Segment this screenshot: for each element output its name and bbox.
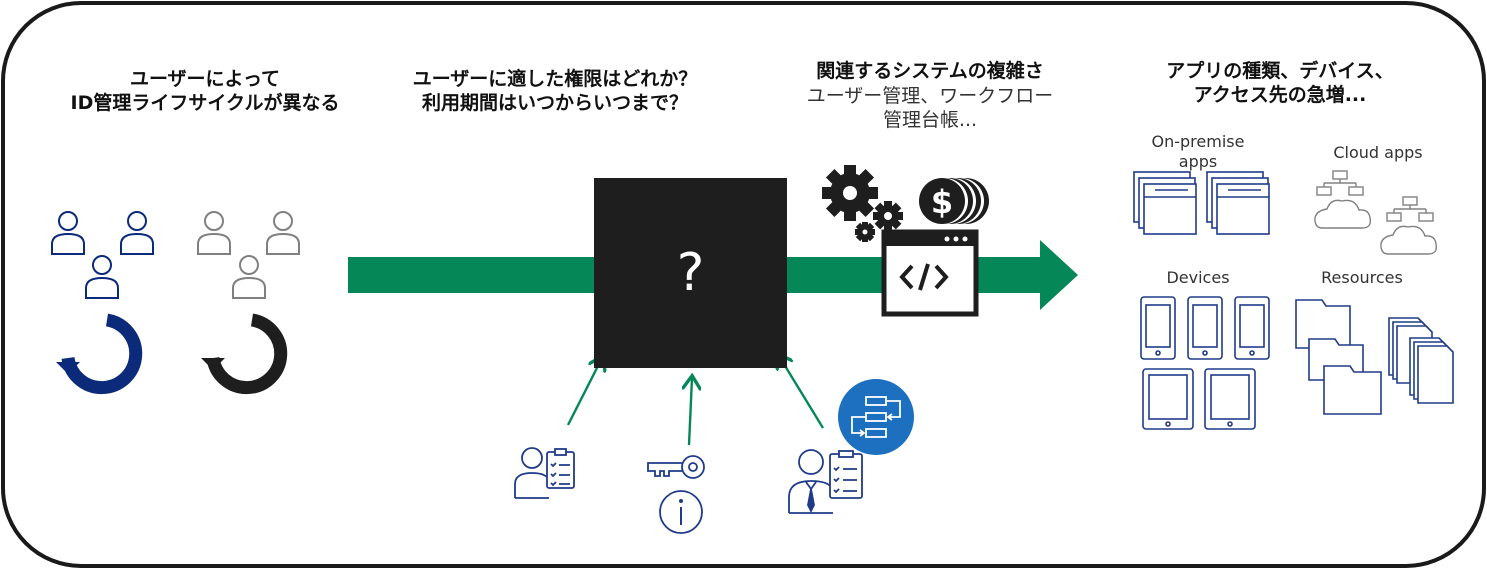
user-group-blue-icon — [51, 211, 154, 299]
code-window-icon — [881, 229, 979, 317]
on-premise-apps-icon — [1133, 171, 1270, 235]
column-2-title-line-1: ユーザーに適した権限はどれか？ — [412, 68, 698, 90]
input-arrow-left — [566, 358, 602, 426]
on-premise-apps-label: On-premise apps — [1128, 132, 1268, 172]
user-group-gray-icon — [197, 211, 300, 299]
input-arrow-middle — [689, 378, 692, 446]
gear-small-icon — [855, 222, 875, 242]
column-1-title-line-1: ユーザーによって — [129, 68, 281, 90]
input-arrow-right — [779, 356, 825, 429]
svg-text:$: $ — [931, 183, 953, 221]
column-3-title-line-1: 関連するシステムの複雑さ — [816, 60, 1044, 82]
column-3-subtitle: ユーザー管理、ワークフロー 管理台帳... — [770, 84, 1090, 132]
column-2-title-line-2: 利用期間はいつからいつまで？ — [421, 92, 688, 114]
column-4-title-line-1: アプリの種類、デバイス、 — [1166, 60, 1394, 82]
gear-large-icon — [822, 165, 878, 221]
column-1-title-line-2: ID管理ライフサイクルが異なる — [70, 92, 340, 114]
column-2-title: ユーザーに適した権限はどれか？ 利用期間はいつからいつまで？ — [385, 67, 725, 115]
resources-icon — [1295, 299, 1454, 415]
devices-label-line-1: Devices — [1166, 268, 1230, 287]
cloud-apps-label-line-1: Cloud apps — [1333, 143, 1423, 162]
manager-checklist-icon — [788, 449, 863, 514]
gear-medium-icon — [873, 201, 903, 231]
column-1-title: ユーザーによって ID管理ライフサイクルが異なる — [55, 67, 355, 115]
devices-label: Devices — [1128, 268, 1268, 288]
column-4-title: アプリの種類、デバイス、 アクセス先の急増... — [1120, 59, 1440, 107]
cloud-apps-icon — [1314, 170, 1438, 255]
info-icon — [659, 490, 703, 534]
workflow-circle-icon — [838, 379, 914, 455]
on-premise-apps-label-line-2: apps — [1178, 152, 1218, 171]
lifecycle-cycle-black-icon — [201, 313, 288, 395]
user-checklist-icon — [514, 447, 575, 499]
resources-label-line-1: Resources — [1321, 268, 1403, 287]
lifecycle-cycle-blue-icon — [56, 313, 143, 395]
resources-label: Resources — [1292, 268, 1432, 288]
unknown-box: ? — [594, 178, 787, 368]
cloud-apps-label: Cloud apps — [1308, 143, 1448, 163]
column-3-subtitle-line-1: ユーザー管理、ワークフロー — [806, 85, 1054, 107]
column-4-title-line-2: アクセス先の急増... — [1193, 84, 1367, 106]
key-icon — [647, 455, 705, 479]
coins-icon: $ — [919, 178, 989, 224]
question-mark: ? — [676, 243, 705, 303]
column-3-title: 関連するシステムの複雑さ — [780, 59, 1080, 83]
column-3-subtitle-line-2: 管理台帳... — [882, 109, 978, 131]
devices-icon — [1140, 296, 1270, 430]
on-premise-apps-label-line-1: On-premise — [1151, 132, 1245, 151]
